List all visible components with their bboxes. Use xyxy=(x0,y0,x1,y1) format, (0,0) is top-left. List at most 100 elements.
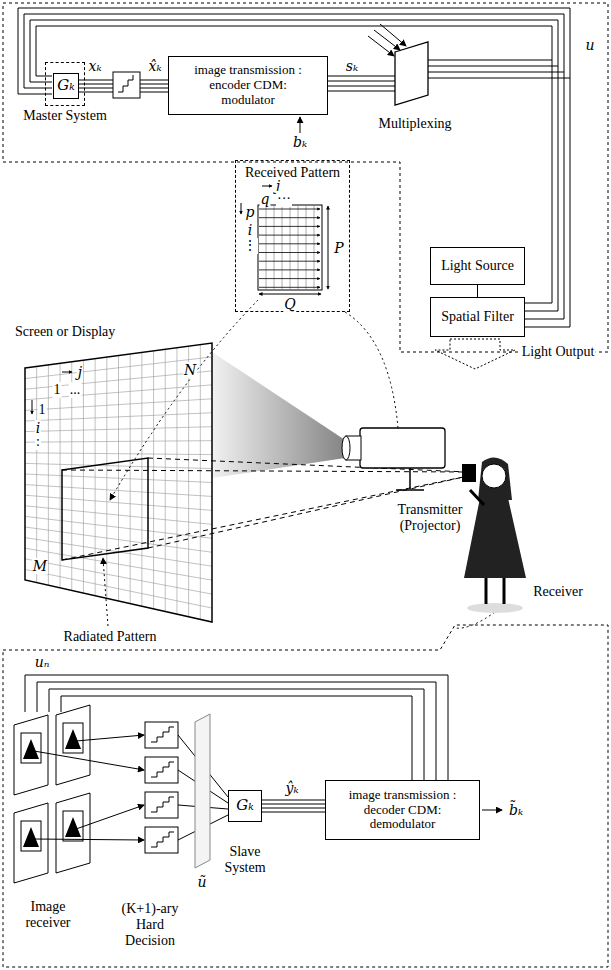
signal-name: N xyxy=(183,362,197,378)
annotation-label: Radiated Pattern xyxy=(63,629,158,645)
hair xyxy=(478,457,512,500)
signal-name: p xyxy=(245,204,256,220)
transmitter-region xyxy=(3,3,608,352)
input-arrow xyxy=(380,24,406,46)
screen-grid xyxy=(25,345,212,620)
scan-arrow xyxy=(259,278,320,279)
input-arrow xyxy=(374,30,400,50)
box-text: image transmission : decoder CDM: demodu… xyxy=(344,788,462,833)
annotation-label: ⋮ xyxy=(242,238,258,254)
leg xyxy=(503,578,506,604)
grid-line xyxy=(25,357,212,379)
screen-outline xyxy=(25,343,212,622)
annotation-label: : xyxy=(35,434,41,450)
box-text: image transmission : encoder CDM: modula… xyxy=(189,63,307,108)
box-heading: Screen or Display xyxy=(15,324,115,340)
capture-line xyxy=(62,470,468,472)
image-mark xyxy=(23,827,39,847)
process-box: image transmission : decoder CDM: demodu… xyxy=(325,780,480,840)
bit-input-arrow xyxy=(300,117,301,133)
quantizer-symbol xyxy=(151,797,174,812)
image-window xyxy=(63,723,83,753)
grid-line xyxy=(25,569,212,608)
signal-name: i xyxy=(247,222,253,238)
head xyxy=(482,464,506,488)
box-heading: Master System xyxy=(23,108,107,124)
grid-line xyxy=(25,399,212,411)
quantizer-box xyxy=(145,827,178,853)
dress xyxy=(464,498,526,578)
grid-line xyxy=(25,474,212,483)
projector xyxy=(342,428,445,490)
box-text: Spatial Filter xyxy=(441,309,514,325)
annotation-label: Image receiver xyxy=(12,899,84,931)
receiver-person xyxy=(462,457,526,613)
wire xyxy=(25,675,448,780)
annotation-label: 1 xyxy=(53,382,62,398)
received-grid xyxy=(258,205,322,290)
signal-name: Q xyxy=(283,296,296,312)
image-mark xyxy=(23,739,39,759)
quantizer-symbol xyxy=(151,727,174,742)
pattern-leader xyxy=(103,558,108,626)
signal-name: sₖ xyxy=(345,58,359,74)
group-box: Master SystemGₖ xyxy=(45,62,85,106)
grid-line xyxy=(25,427,212,432)
signal-name: j xyxy=(77,364,83,380)
pattern-leader xyxy=(345,312,398,428)
process-box: Light Source xyxy=(430,247,525,285)
camera xyxy=(462,464,476,482)
receiver-panel xyxy=(14,715,48,795)
quantizer-box xyxy=(113,72,140,98)
receiver-panel xyxy=(14,803,48,883)
pixel-wire xyxy=(34,839,144,840)
annotation-label: Slave System xyxy=(214,844,276,876)
annotation-label: 1 xyxy=(38,402,47,418)
quantizer-symbol xyxy=(151,762,174,777)
wire xyxy=(18,8,570,327)
annotation-label: Light Output xyxy=(521,344,596,360)
other-user-inputs xyxy=(368,24,406,56)
signal-name: q xyxy=(260,191,271,207)
leg xyxy=(485,578,488,604)
box-heading: Received Pattern xyxy=(236,165,349,181)
input-arrow xyxy=(368,36,394,56)
signal-name: x̂ₖ xyxy=(147,58,162,74)
multiplexer xyxy=(395,42,428,105)
annotation-label: (K+1)-ary Hard Decision xyxy=(109,901,191,949)
dimension-arrow xyxy=(259,294,321,295)
wire xyxy=(36,26,552,303)
signal-name: u xyxy=(584,37,595,53)
scan-arrow xyxy=(259,261,320,262)
quantizer-box xyxy=(145,792,178,818)
annotation-label: Transmitter (Projector) xyxy=(389,502,471,534)
scan-arrow xyxy=(259,243,320,244)
quantizer-box xyxy=(145,757,178,783)
image-window xyxy=(21,733,41,763)
signal-name: bₖ xyxy=(292,134,308,150)
arm xyxy=(470,490,484,505)
index-arrow xyxy=(32,400,33,414)
encoder-output-wires xyxy=(328,76,395,91)
grid-line xyxy=(25,516,212,538)
pattern-leader xyxy=(110,300,258,500)
grid-line xyxy=(25,495,212,510)
multiplex-output-wires xyxy=(428,60,570,78)
grid-line xyxy=(25,453,212,455)
projector-stand xyxy=(409,468,411,489)
box-text: Light Source xyxy=(441,258,514,274)
signal-name: uₙ xyxy=(34,654,51,670)
pixel-wire xyxy=(34,751,144,770)
output-arrow xyxy=(482,810,502,811)
signal-name: P xyxy=(333,240,344,256)
index-arrow xyxy=(62,372,72,373)
scan-arrow xyxy=(259,209,320,210)
quantizer-symbol xyxy=(118,75,133,92)
image-window xyxy=(63,811,83,841)
box-text: Gₖ xyxy=(236,797,253,814)
image-receiver xyxy=(14,705,228,883)
signal-name: xₖ xyxy=(87,58,102,74)
scan-arrow xyxy=(259,269,320,270)
pixel-wire xyxy=(76,805,144,829)
grid-line xyxy=(25,463,212,468)
